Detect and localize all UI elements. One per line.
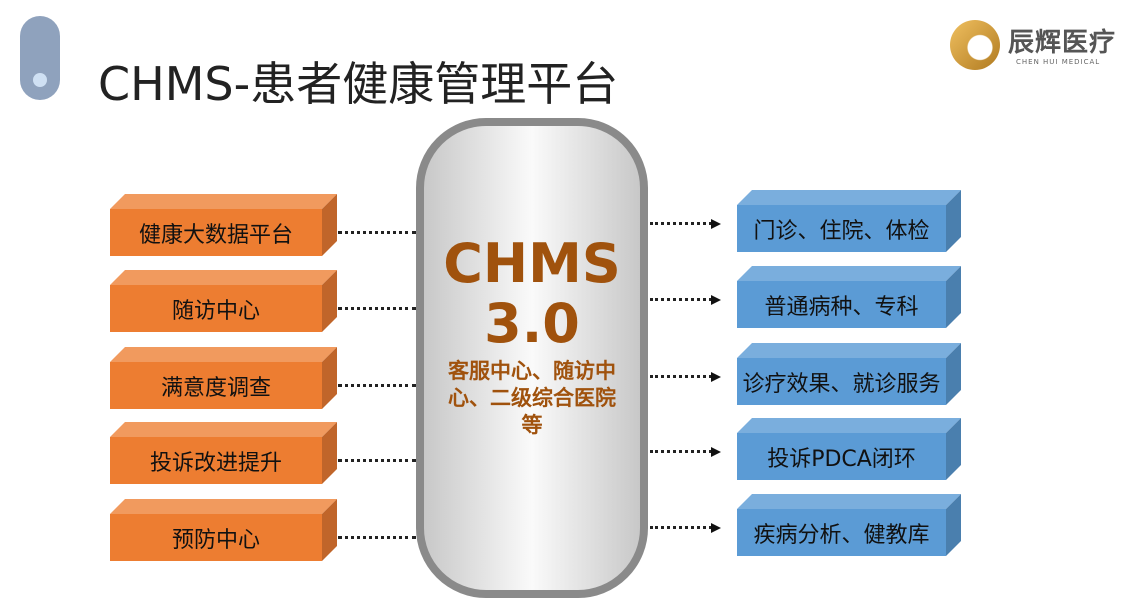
box-top-face xyxy=(110,422,337,437)
page-title: CHMS-患者健康管理平台 xyxy=(98,57,619,111)
logo-name: 辰辉医疗 xyxy=(1008,28,1117,58)
connector-line xyxy=(338,536,416,539)
connector-line xyxy=(650,526,712,529)
box-side-face xyxy=(322,422,337,484)
box-label: 投诉改进提升 xyxy=(110,437,322,484)
connector-line xyxy=(650,375,712,378)
box-label: 门诊、住院、体检 xyxy=(737,205,946,252)
box-top-face xyxy=(110,194,337,209)
box-side-face xyxy=(946,418,961,480)
box-label: 疾病分析、健教库 xyxy=(737,509,946,556)
decorative-pill xyxy=(20,16,60,100)
box-top-face xyxy=(110,270,337,285)
box-top-face xyxy=(737,494,961,509)
box-label: 投诉PDCA闭环 xyxy=(737,433,946,480)
connector-line xyxy=(650,298,712,301)
box-side-face xyxy=(322,270,337,332)
arrowhead-icon xyxy=(711,372,721,382)
box-label: 诊疗效果、就诊服务 xyxy=(737,358,946,405)
left-box: 预防中心 xyxy=(110,499,337,561)
box-top-face xyxy=(737,418,961,433)
arrowhead-icon xyxy=(711,523,721,533)
left-box: 随访中心 xyxy=(110,270,337,332)
center-platform: CHMS 3.0 客服中心、随访中心、二级综合医院等 xyxy=(416,118,648,598)
box-label: 预防中心 xyxy=(110,514,322,561)
box-top-face xyxy=(110,347,337,362)
box-label: 随访中心 xyxy=(110,285,322,332)
center-version: 3.0 xyxy=(484,292,580,355)
right-box: 普通病种、专科 xyxy=(737,266,961,328)
connector-line xyxy=(338,231,416,234)
box-top-face xyxy=(737,343,961,358)
connector-line xyxy=(650,450,712,453)
decorative-dot xyxy=(33,73,47,87)
box-side-face xyxy=(946,190,961,252)
connector-line xyxy=(650,222,712,225)
right-box: 疾病分析、健教库 xyxy=(737,494,961,556)
connector-line xyxy=(338,459,416,462)
box-side-face xyxy=(322,194,337,256)
connector-line xyxy=(338,307,416,310)
box-side-face xyxy=(946,494,961,556)
box-top-face xyxy=(110,499,337,514)
box-top-face xyxy=(737,190,961,205)
left-box: 满意度调查 xyxy=(110,347,337,409)
left-box: 投诉改进提升 xyxy=(110,422,337,484)
arrowhead-icon xyxy=(711,295,721,305)
logo-english: CHEN HUI MEDICAL xyxy=(1016,58,1101,66)
box-side-face xyxy=(946,266,961,328)
box-side-face xyxy=(322,499,337,561)
box-label: 普通病种、专科 xyxy=(737,281,946,328)
box-label: 满意度调查 xyxy=(110,362,322,409)
box-side-face xyxy=(946,343,961,405)
center-title: CHMS xyxy=(443,232,621,295)
box-label: 健康大数据平台 xyxy=(110,209,322,256)
connector-line xyxy=(338,384,416,387)
company-logo: 辰辉医疗 CHEN HUI MEDICAL xyxy=(950,18,1125,74)
right-box: 门诊、住院、体检 xyxy=(737,190,961,252)
arrowhead-icon xyxy=(711,447,721,457)
box-side-face xyxy=(322,347,337,409)
logo-mark-icon xyxy=(950,20,1000,70)
center-description: 客服中心、随访中心、二级综合医院等 xyxy=(448,359,616,437)
right-box: 诊疗效果、就诊服务 xyxy=(737,343,961,405)
box-top-face xyxy=(737,266,961,281)
arrowhead-icon xyxy=(711,219,721,229)
right-box: 投诉PDCA闭环 xyxy=(737,418,961,480)
left-box: 健康大数据平台 xyxy=(110,194,337,256)
